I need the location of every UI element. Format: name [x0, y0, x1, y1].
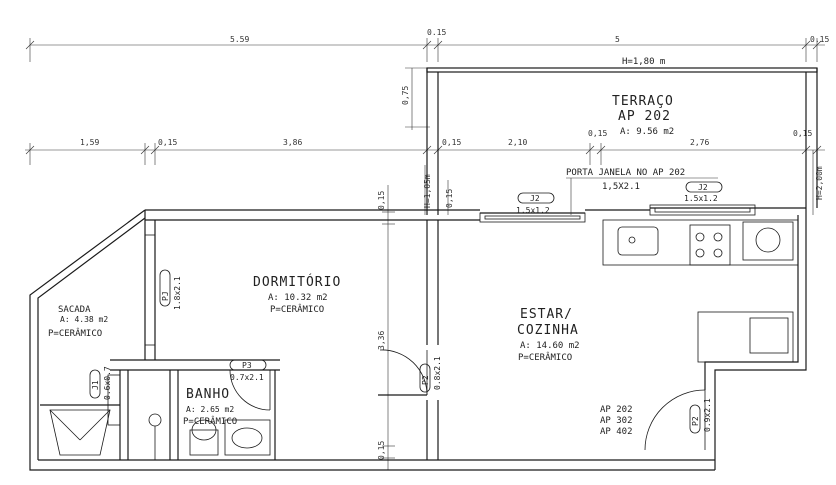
apartment-202: AP 202 — [600, 405, 633, 415]
banho-floor: P=CERÂMICO — [183, 415, 237, 427]
dim-2-10: 2,10 — [508, 138, 527, 147]
dormitorio-floor: P=CERÂMICO — [270, 303, 324, 315]
dim-3-36: 3,36 — [377, 331, 386, 350]
banho-area: A: 2.65 m2 — [186, 405, 234, 414]
dimension-lines — [25, 38, 825, 470]
j1-size: 0.6x0.7 — [103, 366, 112, 400]
dormitorio-area: A: 10.32 m2 — [268, 293, 328, 303]
windows — [107, 204, 756, 426]
p3-size: 0.7x2.1 — [230, 373, 264, 382]
dim-0-15-f: 0,15 — [793, 129, 812, 138]
p2-b-size: 0.9x2.1 — [703, 398, 712, 432]
toilet-icon — [189, 429, 219, 456]
porta-janela-label: PORTA JANELA NO AP 202 — [566, 168, 685, 178]
sacada-name: SACADA — [58, 305, 91, 315]
shower-icon — [148, 413, 162, 427]
washer-icon — [742, 221, 794, 261]
dim-0-15-a: 0.15 — [427, 28, 446, 37]
doors — [229, 349, 706, 451]
terrace-height: H=1,80 m — [622, 57, 665, 67]
pj-code: PJ — [161, 291, 170, 301]
p2-b-code: P2 — [691, 416, 700, 426]
dormitorio-name: DORMITÓRIO — [253, 274, 341, 290]
room-labels: TERRAÇO AP 202 A: 9.56 m2 DORMITÓRIO A: … — [48, 94, 674, 427]
tank-icon — [49, 409, 111, 456]
j1-code: J1 — [91, 380, 100, 390]
bath-sink-icon — [224, 419, 271, 456]
j2-left-size: 1.5x1.2 — [516, 206, 550, 215]
banho-name: BANHO — [186, 387, 230, 402]
dim-0-15-e: 0,15 — [588, 129, 607, 138]
j2-left-code: J2 — [530, 194, 540, 203]
right-height: H=2,00m — [815, 166, 824, 200]
terraco-name: TERRAÇO — [612, 94, 674, 109]
j2-right-code: J2 — [698, 183, 708, 192]
dim-0-15-d: 0,15 — [442, 138, 461, 147]
kitchen-sink-icon — [617, 226, 659, 256]
dim-0-15-c: 0,15 — [158, 138, 177, 147]
dim-0-15-v3: 0,15 — [377, 441, 386, 460]
j2-right-size: 1.5x1.2 — [684, 194, 718, 203]
sacada-floor: P=CERÂMICO — [48, 327, 102, 339]
dim-1-59: 1,59 — [80, 138, 99, 147]
opening-tags: J2 1.5x1.2 J2 1.5x1.2 PORTA JANELA NO AP… — [89, 168, 723, 434]
p2-a-code: P2 — [421, 375, 430, 385]
porta-janela-size: 1,5X2.1 — [602, 182, 640, 192]
fixtures — [49, 219, 799, 460]
p3-code: P3 — [242, 361, 252, 370]
dim-0-15-v1: 0,15 — [377, 191, 386, 210]
dim-3-86: 3,86 — [283, 138, 302, 147]
pj-size: 1.8x2.1 — [173, 276, 182, 310]
dim-0-15-b: 0.15 — [810, 35, 829, 44]
terraco-area: A: 9.56 m2 — [620, 127, 674, 137]
estar-floor: P=CERÂMICO — [518, 351, 572, 363]
p2-a-size: 0.8x2.1 — [433, 356, 442, 390]
stove-icon — [689, 224, 731, 266]
apartment-402: AP 402 — [600, 427, 633, 437]
estar-name: ESTAR/ — [520, 307, 573, 322]
walls — [29, 67, 818, 471]
sacada-area: A: 4.38 m2 — [60, 315, 108, 324]
apartment-list: AP 202 AP 302 AP 402 — [600, 405, 633, 437]
dim-5-59: 5.59 — [230, 35, 249, 44]
fridge-icon — [697, 311, 794, 363]
apartment-302: AP 302 — [600, 416, 633, 426]
dim-5: 5 — [615, 35, 620, 44]
dim-2-76: 2,76 — [690, 138, 709, 147]
dim-0-15-v2: 0,15 — [445, 189, 454, 208]
terraco-ap: AP 202 — [618, 109, 671, 124]
cozinha-name: COZINHA — [517, 323, 579, 338]
estar-area: A: 14.60 m2 — [520, 341, 580, 351]
dim-0-75: 0,75 — [401, 86, 410, 105]
